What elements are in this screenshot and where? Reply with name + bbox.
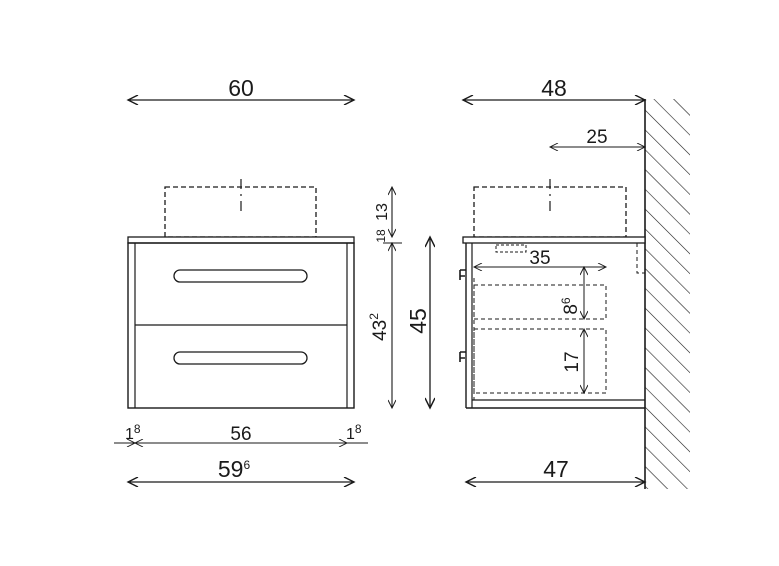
side-countertop (462, 236, 646, 244)
dim-total-height: 45 (405, 308, 431, 334)
dim-upper-drawer-height: 86 (559, 297, 582, 315)
side-lower-handle-profile (459, 351, 466, 362)
side-lower-drawer-box (473, 328, 607, 394)
wall-hatching (645, 99, 690, 489)
front-countertop (127, 236, 355, 244)
front-upper-drawer-handle (173, 269, 308, 283)
dim-front-width-bottom: 596 (218, 456, 251, 482)
side-upper-handle-profile (459, 269, 466, 280)
dim-drawer-depth: 35 (529, 248, 550, 269)
dim-lower-drawer-height: 17 (562, 351, 583, 372)
dim-basin-offset: 25 (586, 127, 607, 148)
dim-basin-height: 13 (374, 203, 391, 221)
dim-front-width-top: 60 (228, 75, 254, 101)
front-lower-drawer-handle (173, 351, 308, 365)
front-cabinet-body (127, 242, 355, 409)
side-siphon-cutout (495, 244, 527, 253)
side-upper-drawer-box (473, 284, 607, 320)
dim-inner-width: 56 (230, 424, 251, 445)
front-view: 60 13 18 432 45 18 56 18 596 (114, 75, 431, 482)
dim-side-right: 18 (346, 422, 362, 443)
dim-cabinet-height: 432 (367, 313, 391, 341)
dim-side-left: 18 (125, 422, 141, 443)
dim-top-thickness: 18 (374, 229, 388, 243)
side-back-panel-dashed (636, 243, 645, 274)
dim-side-depth-top: 48 (541, 75, 567, 101)
dim-side-depth-bottom: 47 (543, 456, 569, 482)
side-view: 48 25 35 86 17 47 (459, 75, 690, 489)
